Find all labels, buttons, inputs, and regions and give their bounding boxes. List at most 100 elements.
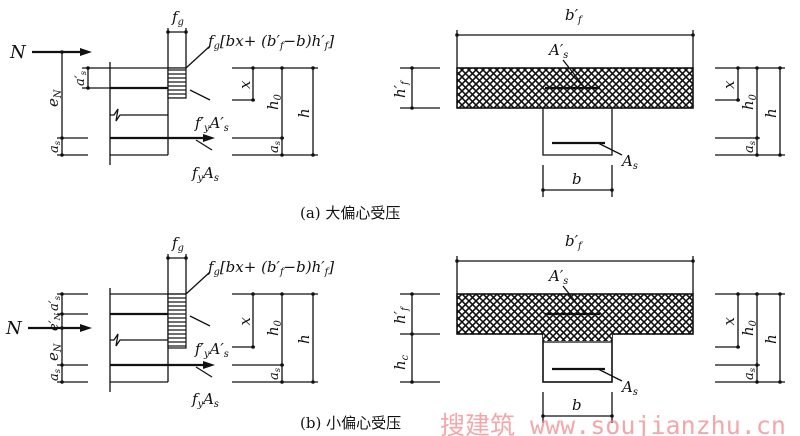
label-e-N-part: e [44, 352, 62, 361]
label-fy-As-prime-part: y [203, 123, 210, 134]
dimension-tick [736, 292, 740, 296]
label-fy-As-prime: f′yA′s [194, 114, 229, 134]
dimension-tick [778, 153, 782, 157]
As-leader [597, 142, 623, 156]
label-fy-As-prime-part: s [224, 123, 229, 134]
tension-steel-arrow-head [203, 361, 215, 369]
label-fy-As-part: f [191, 390, 200, 408]
label-bf-part: b′ [565, 232, 579, 250]
dimension-tick [280, 380, 284, 384]
label-fy-As: fyAs [191, 164, 219, 184]
dimension-tick [311, 153, 315, 157]
label-As-prime: A′s [547, 267, 568, 287]
dimension-tick [778, 380, 782, 384]
dimension-tick [778, 66, 782, 70]
label-e-N-part: e [44, 98, 62, 107]
label-resultant-formula-part: g [214, 41, 220, 52]
label-bf-part: f [577, 15, 584, 26]
label-hc: hc [391, 354, 411, 370]
label-resultant-formula-part: ] [327, 258, 334, 276]
label-As-prime-part: s [563, 50, 568, 61]
label-fy-As-prime-part: f′ [194, 340, 205, 358]
label-b: b [572, 396, 582, 414]
label-bf: b′f [565, 6, 584, 26]
dimension-tick [280, 153, 284, 157]
label-a-s-part: s [52, 368, 62, 373]
label-resultant-formula-part: f [279, 41, 286, 52]
label-As-part: s [633, 387, 638, 398]
label-fy-As-prime-part: f′ [194, 114, 205, 132]
dimension-tick [691, 33, 695, 37]
label-fy-As-prime-part: A′ [207, 340, 224, 358]
web-compression-zone [543, 333, 612, 341]
label-h0-right-part: 0 [748, 320, 759, 326]
dimension-tick [280, 136, 284, 140]
dimension-tick [251, 345, 255, 349]
dimension-tick [410, 292, 414, 296]
dimension-tick [755, 380, 759, 384]
label-e-N: eN [44, 89, 64, 107]
dimension-tick [755, 363, 759, 367]
label-resultant-formula-part: [bx+ (b′ [220, 258, 281, 276]
label-h0-part: 0 [273, 94, 284, 100]
label-a-s-far-right-part: a [742, 372, 757, 380]
label-resultant-formula-part: −b)h′ [284, 258, 326, 276]
break-line [110, 333, 168, 347]
label-resultant-formula-part: f [207, 32, 216, 50]
formula-leader [185, 271, 211, 295]
dimension-tick [410, 106, 414, 110]
label-e-N-part: N [53, 89, 64, 99]
label-N: N [5, 318, 23, 339]
label-As-prime-part: A′ [547, 41, 564, 59]
label-e-N: eN [44, 343, 64, 361]
label-a-s-right-part: a [267, 372, 282, 380]
label-a-s-part: a [47, 373, 62, 381]
label-hc-part: h [391, 360, 409, 370]
dimension-tick [691, 259, 695, 263]
label-a-s-far-right-part: s [747, 367, 757, 372]
label-a-s-prime-part: a′ [47, 300, 62, 311]
label-x: x [236, 317, 254, 326]
label-bf: b′f [565, 232, 584, 252]
label-fg-part: g [178, 243, 184, 254]
label-resultant-formula-part: [bx+ (b′ [220, 32, 281, 50]
label-a-s-far-right-part: s [747, 140, 757, 145]
fy-As-prime-leader [189, 315, 211, 327]
axial-force-arrow-head [80, 324, 92, 332]
dimension-tick [736, 345, 740, 349]
label-h0: h0 [264, 320, 284, 336]
label-fg: fg [171, 8, 184, 28]
dimension-tick [755, 136, 759, 140]
label-h0-right: h0 [739, 320, 759, 336]
dimension-tick [251, 98, 255, 102]
dimension-tick [736, 98, 740, 102]
dimension-tick [778, 292, 782, 296]
label-As-part: A [620, 152, 633, 170]
label-h0-part: 0 [273, 320, 284, 326]
label-fg-part: f [171, 8, 180, 26]
dimension-tick [184, 30, 188, 34]
dimension-tick [311, 380, 315, 384]
dimension-tick [311, 292, 315, 296]
label-As-part: A [620, 378, 633, 396]
dimension-tick [166, 30, 170, 34]
label-h0-part: h [264, 326, 282, 336]
label-hf: h′f [391, 305, 411, 324]
label-a-s-part: a [47, 145, 62, 153]
label-N: N [9, 42, 27, 63]
label-e-N-prime: e′N [47, 312, 62, 331]
dimension-tick [410, 66, 414, 70]
label-hf-part: f [400, 305, 411, 312]
label-hf-part: f [400, 79, 411, 86]
label-fy-As-part: f [191, 164, 200, 182]
fy-As-leader [195, 366, 213, 378]
label-h0-right-part: h [739, 326, 757, 336]
label-As: As [620, 378, 638, 398]
As-prime-leader [562, 59, 586, 89]
label-x: x [236, 80, 254, 89]
label-a-s-far-right: as [742, 140, 757, 153]
dimension-tick [60, 50, 64, 54]
label-fg-part: g [178, 17, 184, 28]
